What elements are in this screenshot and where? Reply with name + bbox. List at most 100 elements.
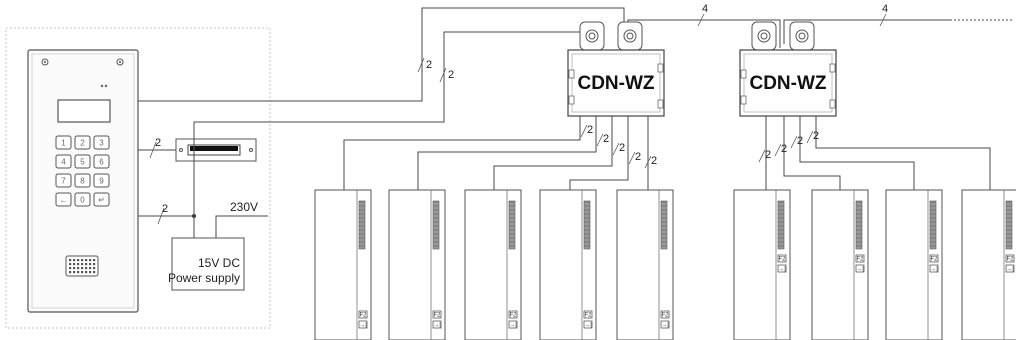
handset-function-button: F2 bbox=[508, 310, 518, 319]
cdn-wz-distributor: CDN-WZ bbox=[567, 21, 665, 117]
handset-speaker-grille bbox=[508, 200, 516, 250]
screw-icon bbox=[41, 58, 49, 66]
keypad-key: ← bbox=[55, 192, 72, 207]
wire-count-label: 2 bbox=[797, 135, 803, 147]
handset-door-button: →| bbox=[929, 264, 939, 273]
handset-door-button: →| bbox=[1005, 264, 1015, 273]
wire-count-label: 4 bbox=[882, 3, 888, 15]
screw-icon bbox=[44, 61, 46, 63]
keypad-key-label: 2 bbox=[80, 139, 85, 148]
wire-count-label: 4 bbox=[702, 3, 708, 15]
intercom-handset: F2 →| bbox=[464, 189, 522, 340]
handset-speaker-grille bbox=[583, 200, 591, 250]
handset-button-label: →| bbox=[433, 323, 441, 329]
wire-count-label: 2 bbox=[813, 130, 819, 142]
handset-button-label: F2 bbox=[930, 257, 938, 263]
handset-button-label: F2 bbox=[778, 257, 786, 263]
handset-button-label: →| bbox=[856, 267, 864, 273]
wire-count-label: 2 bbox=[765, 149, 771, 161]
keypad-key: 1 bbox=[55, 135, 72, 150]
intercom-handset: F2 →| bbox=[733, 189, 791, 340]
keypad-key-label: 8 bbox=[80, 177, 85, 186]
handset-function-button: F2 bbox=[660, 310, 670, 319]
wire-count-label: 2 bbox=[426, 59, 432, 71]
handset-speaker-grille bbox=[929, 200, 937, 250]
handset-button-label: →| bbox=[930, 267, 938, 273]
handset-button-label: F2 bbox=[1006, 257, 1014, 263]
handset-button-label: F2 bbox=[856, 257, 864, 263]
handset-door-button: →| bbox=[358, 320, 368, 329]
keypad-key-label: 4 bbox=[61, 158, 66, 167]
handset-button-label: F2 bbox=[584, 313, 592, 319]
wire-count-label: 2 bbox=[619, 142, 625, 154]
keypad-key-label: 6 bbox=[99, 158, 104, 167]
electric-lock bbox=[175, 138, 257, 162]
handset-button-label: →| bbox=[661, 323, 669, 329]
handset-speaker-grille bbox=[777, 200, 785, 250]
wire-count-label: 2 bbox=[635, 151, 641, 163]
keypad-key: 7 bbox=[55, 173, 72, 188]
handset-button-label: →| bbox=[778, 267, 786, 273]
panel-display bbox=[57, 99, 111, 123]
panel-enclosure bbox=[5, 27, 271, 329]
handset-function-button: F2 bbox=[777, 254, 787, 263]
keypad-key: 9 bbox=[93, 173, 110, 188]
handset-function-button: F2 bbox=[929, 254, 939, 263]
wire-count-label: 2 bbox=[603, 133, 609, 145]
handset-function-button: F2 bbox=[855, 254, 865, 263]
distributor-label: CDN-WZ bbox=[577, 73, 654, 94]
wire-count-label: 2 bbox=[155, 137, 161, 149]
keypad-key: 5 bbox=[74, 154, 91, 169]
power-supply-name: Power supply bbox=[168, 271, 240, 285]
intercom-handset: F2 →| bbox=[961, 189, 1016, 340]
handset-button-label: →| bbox=[1006, 267, 1014, 273]
handset-button-label: →| bbox=[509, 323, 517, 329]
keypad-key-label: 0 bbox=[80, 196, 85, 205]
keypad-key: 0 bbox=[74, 192, 91, 207]
handset-door-button: →| bbox=[777, 264, 787, 273]
intercom-handset: F2 →| bbox=[811, 189, 869, 340]
handset-door-button: →| bbox=[855, 264, 865, 273]
handset-speaker-grille bbox=[855, 200, 863, 250]
distributor-label: CDN-WZ bbox=[749, 73, 826, 94]
handset-door-button: →| bbox=[660, 320, 670, 329]
cdn-wz-distributor: CDN-WZ bbox=[739, 21, 837, 117]
handset-door-button: →| bbox=[432, 320, 442, 329]
handset-button-label: →| bbox=[359, 323, 367, 329]
speaker-grille bbox=[65, 255, 99, 277]
handset-speaker-grille bbox=[1005, 200, 1013, 250]
power-supply-voltage: 15V DC bbox=[198, 256, 240, 270]
handset-function-button: F2 bbox=[432, 310, 442, 319]
handset-button-label: F2 bbox=[661, 313, 669, 319]
handset-function-button: F2 bbox=[583, 310, 593, 319]
mains-voltage-label: 230V bbox=[230, 200, 258, 214]
handset-speaker-grille bbox=[660, 200, 668, 250]
keypad-key-label: 9 bbox=[99, 177, 104, 186]
handset-door-button: →| bbox=[583, 320, 593, 329]
keypad-key: 4 bbox=[55, 154, 72, 169]
handset-button-label: F2 bbox=[509, 313, 517, 319]
intercom-handset: F2 →| bbox=[388, 189, 446, 340]
screw-icon bbox=[119, 61, 121, 63]
wire-count-label: 2 bbox=[781, 143, 787, 155]
wire-count-label: 2 bbox=[162, 203, 168, 215]
keypad-key-label: 3 bbox=[99, 139, 104, 148]
keypad-key: 8 bbox=[74, 173, 91, 188]
keypad-key-label: ↵ bbox=[98, 196, 105, 205]
wire-count-label: 2 bbox=[448, 69, 454, 81]
intercom-handset: F2 →| bbox=[616, 189, 674, 340]
handset-speaker-grille bbox=[358, 200, 366, 250]
keypad-key-label: 1 bbox=[61, 139, 66, 148]
handset-function-button: F2 bbox=[1005, 254, 1015, 263]
keypad-key-label: ← bbox=[60, 196, 68, 205]
screw-icon bbox=[116, 58, 124, 66]
handset-button-label: F2 bbox=[433, 313, 441, 319]
intercom-handset: F2→| bbox=[539, 189, 597, 340]
keypad-key: 3 bbox=[93, 135, 110, 150]
handset-function-button: F2 bbox=[358, 310, 368, 319]
keypad-key: ↵ bbox=[93, 192, 110, 207]
wire-count-label: 2 bbox=[651, 155, 657, 167]
keypad-key: 2 bbox=[74, 135, 91, 150]
